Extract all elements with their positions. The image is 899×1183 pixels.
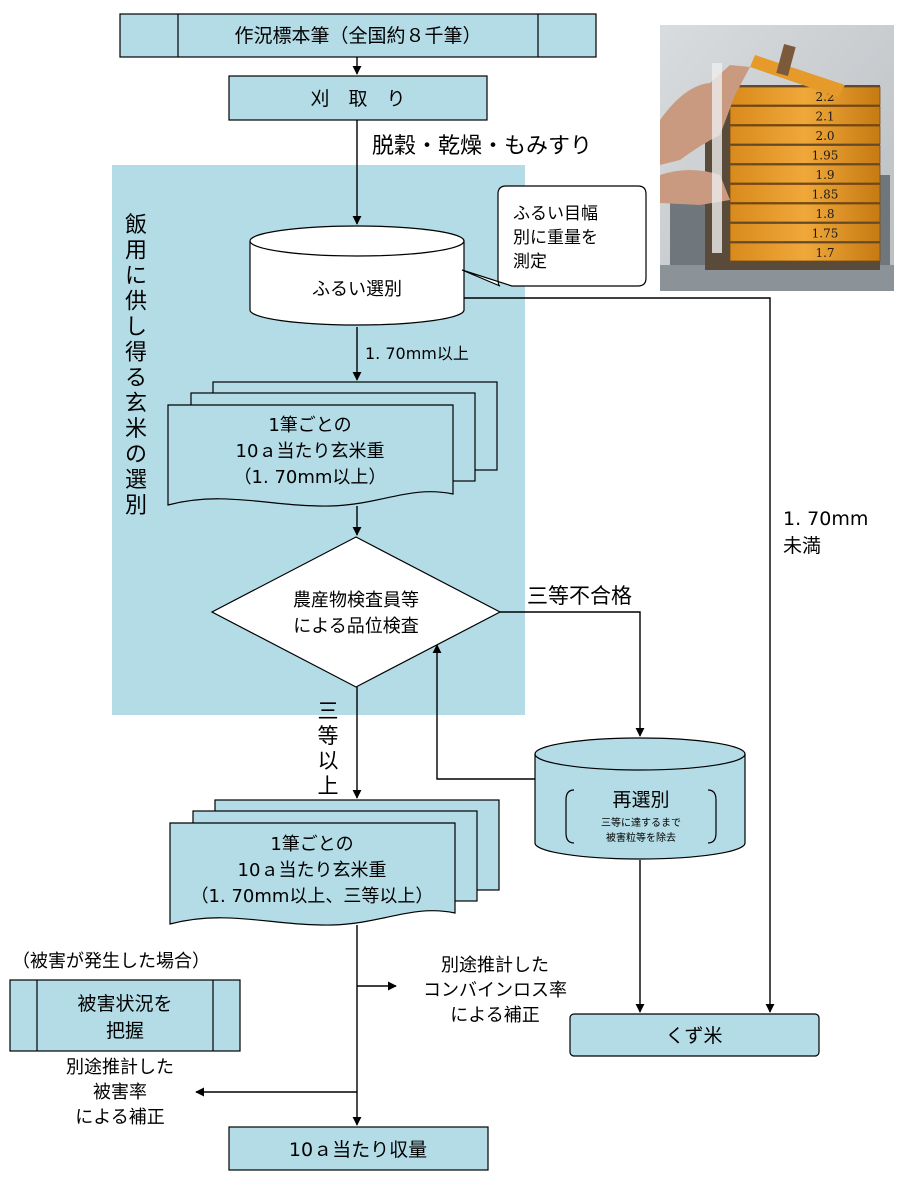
doc1-line-2: 10ａ当たり玄米重 bbox=[236, 441, 385, 462]
region-label-char: に bbox=[125, 264, 147, 289]
svg-text:以: 以 bbox=[318, 749, 339, 773]
doc2-line-3: （1. 70mm以上、三等以上） bbox=[191, 886, 434, 907]
svg-text:別途推計した: 別途推計した bbox=[66, 1057, 174, 1078]
region-label-char: し bbox=[125, 315, 147, 340]
region-label-char: 選 bbox=[125, 468, 147, 493]
region-label-char: 米 bbox=[125, 417, 147, 442]
svg-text:別途推計した: 別途推計した bbox=[441, 955, 549, 976]
sieve-size-label: 1.85 bbox=[812, 188, 839, 202]
inspection-diamond: 農産物検査員等 による品位検査 bbox=[210, 536, 502, 688]
reselect-drum: 再選別 三等に達するまで 被害粒等を除去 bbox=[534, 737, 746, 860]
fail-label: 三等不合格 bbox=[527, 584, 632, 608]
region-label-char: 玄 bbox=[125, 392, 147, 417]
harvest-text: 刈 取 り bbox=[310, 88, 405, 110]
sieve-size-label: 2.1 bbox=[815, 110, 834, 124]
inspection-line-2: による品位検査 bbox=[293, 616, 418, 637]
above-170-label: 1. 70mm以上 bbox=[365, 344, 469, 363]
damage-correction: 別途推計した 被害率 による補正 bbox=[66, 1057, 174, 1128]
doc1-line-3: （1. 70mm以上） bbox=[234, 467, 387, 488]
svg-text:被害率: 被害率 bbox=[93, 1082, 147, 1103]
callout-line-2: 別に重量を bbox=[513, 228, 598, 248]
damage-header: （被害が発生した場合） bbox=[12, 951, 210, 972]
sieve-layer bbox=[729, 145, 881, 164]
svg-text:1. 70mm: 1. 70mm bbox=[783, 508, 868, 530]
region-label-char: る bbox=[125, 366, 147, 391]
harvest-box: 刈 取 り bbox=[228, 75, 488, 121]
sieve-layer bbox=[729, 223, 881, 242]
svg-text:上: 上 bbox=[318, 774, 339, 798]
region-label-char: の bbox=[125, 443, 147, 468]
sieve-layer bbox=[729, 125, 881, 145]
damage-box-line-2: 把握 bbox=[106, 1020, 144, 1042]
sieve-size-label: 1.95 bbox=[812, 149, 839, 163]
sample-fields-text: 作況標本筆（全国約８千筆） bbox=[234, 25, 481, 47]
sieve-size-label: 1.75 bbox=[812, 227, 839, 241]
doc1-line-1: 1筆ごとの bbox=[268, 415, 351, 436]
pass-label: 三 等 以 上 bbox=[318, 699, 339, 798]
waste-rice-text: くず米 bbox=[665, 1025, 722, 1047]
weight-doc-stack-2: 1筆ごとの 10ａ当たり玄米重 （1. 70mm以上、三等以上） bbox=[169, 799, 500, 926]
svg-text:未満: 未満 bbox=[783, 535, 821, 557]
svg-text:等: 等 bbox=[318, 724, 339, 748]
sieve-layer bbox=[729, 164, 881, 184]
below-170-label: 1. 70mm 未満 bbox=[783, 508, 868, 557]
sieve-size-label: 1.9 bbox=[815, 168, 834, 182]
process-label: 脱穀・乾燥・もみすり bbox=[372, 134, 592, 159]
svg-text:三: 三 bbox=[318, 699, 339, 723]
inspection-line-1: 農産物検査員等 bbox=[293, 590, 419, 611]
sample-fields-box: 作況標本筆（全国約８千筆） bbox=[119, 13, 597, 58]
sieve-size-label: 2.0 bbox=[815, 129, 834, 143]
combine-correction: 別途推計した コンバインロス率 による補正 bbox=[423, 955, 567, 1026]
sieve-layer bbox=[729, 106, 881, 125]
reselect-title: 再選別 bbox=[612, 789, 669, 811]
sieve-layer bbox=[729, 242, 881, 262]
weight-doc-stack-1: 1筆ごとの 10ａ当たり玄米重 （1. 70mm以上） bbox=[167, 381, 498, 507]
sieve-drum: ふるい選別 bbox=[249, 225, 465, 326]
sieve-size-label: 1.7 bbox=[815, 246, 834, 260]
sieve-layer bbox=[729, 86, 881, 106]
sieve-callout: ふるい目幅 別に重量を 測定 bbox=[461, 185, 647, 287]
region-label-char: 得 bbox=[125, 341, 147, 366]
callout-line-3: 測定 bbox=[513, 252, 547, 272]
region-label-char: 飯 bbox=[125, 213, 147, 238]
reselect-note-2: 被害粒等を除去 bbox=[606, 831, 676, 844]
doc2-line-2: 10ａ当たり玄米重 bbox=[238, 860, 387, 881]
callout-line-1: ふるい目幅 bbox=[513, 204, 598, 224]
doc2-line-1: 1筆ごとの bbox=[270, 834, 353, 855]
sieve-drum-text: ふるい選別 bbox=[312, 279, 402, 300]
svg-text:コンバインロス率: コンバインロス率 bbox=[423, 980, 567, 1001]
region-label-char: 供 bbox=[125, 290, 147, 315]
sieve-size-label: 1.8 bbox=[815, 207, 834, 221]
final-yield-box: 10ａ当たり収量 bbox=[228, 1126, 489, 1171]
reselect-note-1: 三等に達するまで bbox=[601, 816, 681, 829]
sieve-layer bbox=[729, 203, 881, 223]
damage-box: 被害状況を 把握 bbox=[9, 979, 241, 1052]
flow-arrows bbox=[195, 57, 775, 1126]
svg-text:による補正: による補正 bbox=[450, 1005, 539, 1026]
region-label-char: 用 bbox=[125, 239, 147, 264]
region-label-char: 別 bbox=[125, 494, 147, 519]
damage-box-line-1: 被害状況を bbox=[77, 993, 172, 1015]
svg-text:による補正: による補正 bbox=[75, 1107, 164, 1128]
final-yield-text: 10ａ当たり収量 bbox=[289, 1139, 427, 1161]
waste-rice-box: くず米 bbox=[569, 1013, 820, 1057]
sieve-layer bbox=[729, 184, 881, 203]
